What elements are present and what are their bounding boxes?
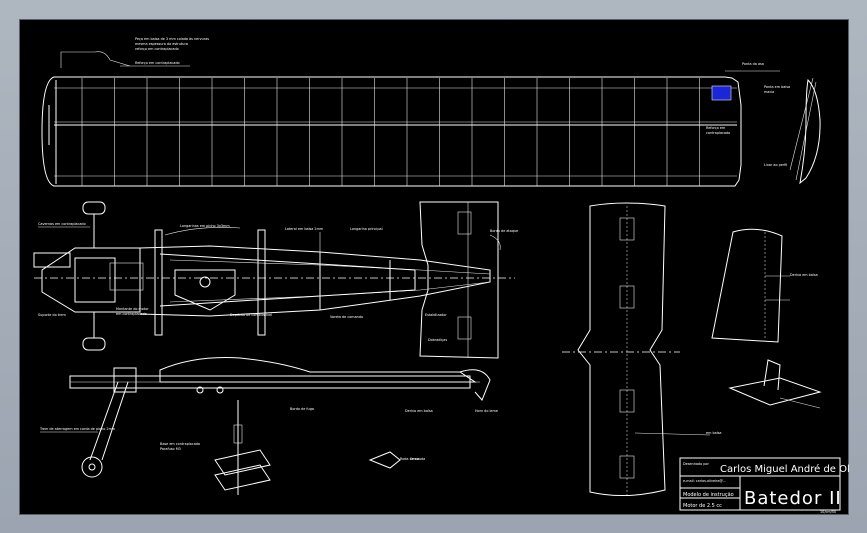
blue-block-outline [711,85,732,101]
stab-note: Estabilizador [425,313,447,317]
drawn-by-label: Desenhado por [683,462,709,466]
model-label: Modelo de instrução [683,492,734,498]
fuselage-inner-truss [159,253,416,307]
fin-note-2: Leme [410,457,419,461]
wing-top-note-3: reforço em contraplacado [135,47,179,51]
exploded-hardware: Leme [214,400,419,495]
fuel-tank-outline [174,269,236,311]
blueprint-svg: Peça em balsa de 3 mm colada às nervuras… [33,37,850,514]
fuselage-note-side: Lateral em balsa 2mm [285,227,324,231]
wing-saddle-front [154,229,163,336]
landing-gear-leg [89,381,119,461]
wheel-top-view-upper [82,201,106,215]
tail-note-leader [634,432,711,436]
wing-arrow-note: Reforço em contraplacado [135,61,180,65]
rudder-note: Horn do leme [475,409,498,413]
spar-note: Longarina principal [350,227,383,231]
hardware-plate-1 [214,449,271,476]
bolt-side-2 [216,386,224,394]
title-block-frame [679,457,841,511]
tank-cap-icon [199,276,211,288]
canopy-profile [159,357,477,383]
lead-note: Bordo de fuga [290,407,314,411]
tip-dashed-2 [795,81,817,181]
hinge-note: Dobradiças [428,338,447,342]
bolt-side-1 [196,386,204,394]
bottom-note: Base em contraplacado [160,442,200,446]
iso-stab [728,377,822,406]
fuselage-note-tank: Depósito de combustível [230,313,272,317]
engine-info-box [109,262,144,291]
tail-note: Bordo de ataque [490,229,518,233]
nose-outline [41,247,141,313]
fin-outline [711,228,783,343]
hinge-upper [457,211,472,235]
stabilizer-top-view [419,201,499,359]
tail-hinge-1 [619,217,635,241]
main-wheel-hub [88,463,96,471]
wing-ribs [81,78,700,186]
hardware-bolt [233,424,243,444]
wing-tip-profile [799,78,821,185]
tail-isometric [728,359,822,409]
tailplane-outline [577,202,666,497]
wing-blue-note-2: contraplacado [706,131,730,135]
wing-tip-side-view: Ponta em balsa macia Lixar ao perfil [764,77,821,185]
wing-outline [41,76,742,187]
spinner-box [33,252,71,268]
wing-tip-label: Ponta da asa [742,62,764,66]
wing-top-note: Peça em balsa de 3 mm colada às nervuras [135,37,209,41]
author-name: Carlos Miguel André de Oliveira [720,463,850,475]
iso-fin [763,359,781,391]
fuselage-note-top: Longarinas em pinho 3x3mm [180,224,230,228]
tailwheel-note: Roda de cauda [400,457,425,461]
wheel-top-view-lower [82,337,106,351]
title-block: Desenhado por Carlos Miguel André de Oli… [679,457,850,514]
nut-icon [368,451,401,469]
fin-side-view: Deriva em balsa [711,228,818,343]
iso-leader [779,397,821,409]
wing-top-view [41,76,742,187]
blue-highlight-block [712,86,731,100]
tail-hinge-4 [619,455,635,479]
elevator-horn [489,234,501,251]
tail-note-2: em balsa [706,431,721,435]
wing-top-note-2: mesma espessura da estrutura [135,42,188,46]
pushrod-note: Vareta de comando [330,315,363,319]
tip-dashed-1 [789,77,814,171]
tip-right-note-2: macia [764,90,774,94]
tail-hinge-3 [619,389,635,413]
fuselage-top-view: Cavernas em contraplacado Longarinas em … [33,201,518,359]
model-name: Batedor II [744,488,842,509]
gear-bracket: Suporte do trem [38,313,66,317]
hardware-plate-2 [214,464,271,491]
hinge-lower [457,316,472,340]
tip-bottom-note: Lixar ao perfil [764,163,787,167]
author-email: e-mail: carlos.oliveira@... [683,479,726,483]
wing-top-callouts: Peça em balsa de 3 mm colada às nervuras… [60,37,780,135]
tail-skid [459,369,491,401]
tailplane-top-view: em balsa [562,202,721,497]
tip-right-note: Ponta em balsa [764,85,790,89]
wing-saddle-rear [257,229,266,336]
engine-mount-plate [74,257,116,303]
wing-blue-note: Reforço em [706,126,726,130]
fuselage-stringer-1 [169,259,491,275]
fin-note-label-1: Deriva em balsa [790,273,818,277]
bottom-note-2: Parafuso M3 [160,447,181,451]
fuselage-note-top-leader [164,227,241,236]
wing-callout-leader [60,51,131,68]
landing-gear-leg-2 [101,381,129,461]
engine-note: Montante do motor [116,307,149,311]
fuselage-callout-1: Cavernas em contraplacado [38,222,86,226]
engine-note-2: em contraplacado [116,312,147,316]
cad-drawing-canvas[interactable]: Peça em balsa de 3 mm colada às nervuras… [19,19,850,515]
sheet-code: 10/cm/50 [820,510,836,514]
fin-note: Deriva em balsa [405,409,433,413]
gear-note: Trem de aterragem em corda de piano 2mm [39,427,116,431]
tail-hinge-2 [619,285,635,309]
engine-spec: Motor de 2.5 cc [683,503,722,509]
main-wheel [81,456,103,478]
fuselage-side-view: Trem de aterragem em corda de piano 2mm … [39,357,498,478]
